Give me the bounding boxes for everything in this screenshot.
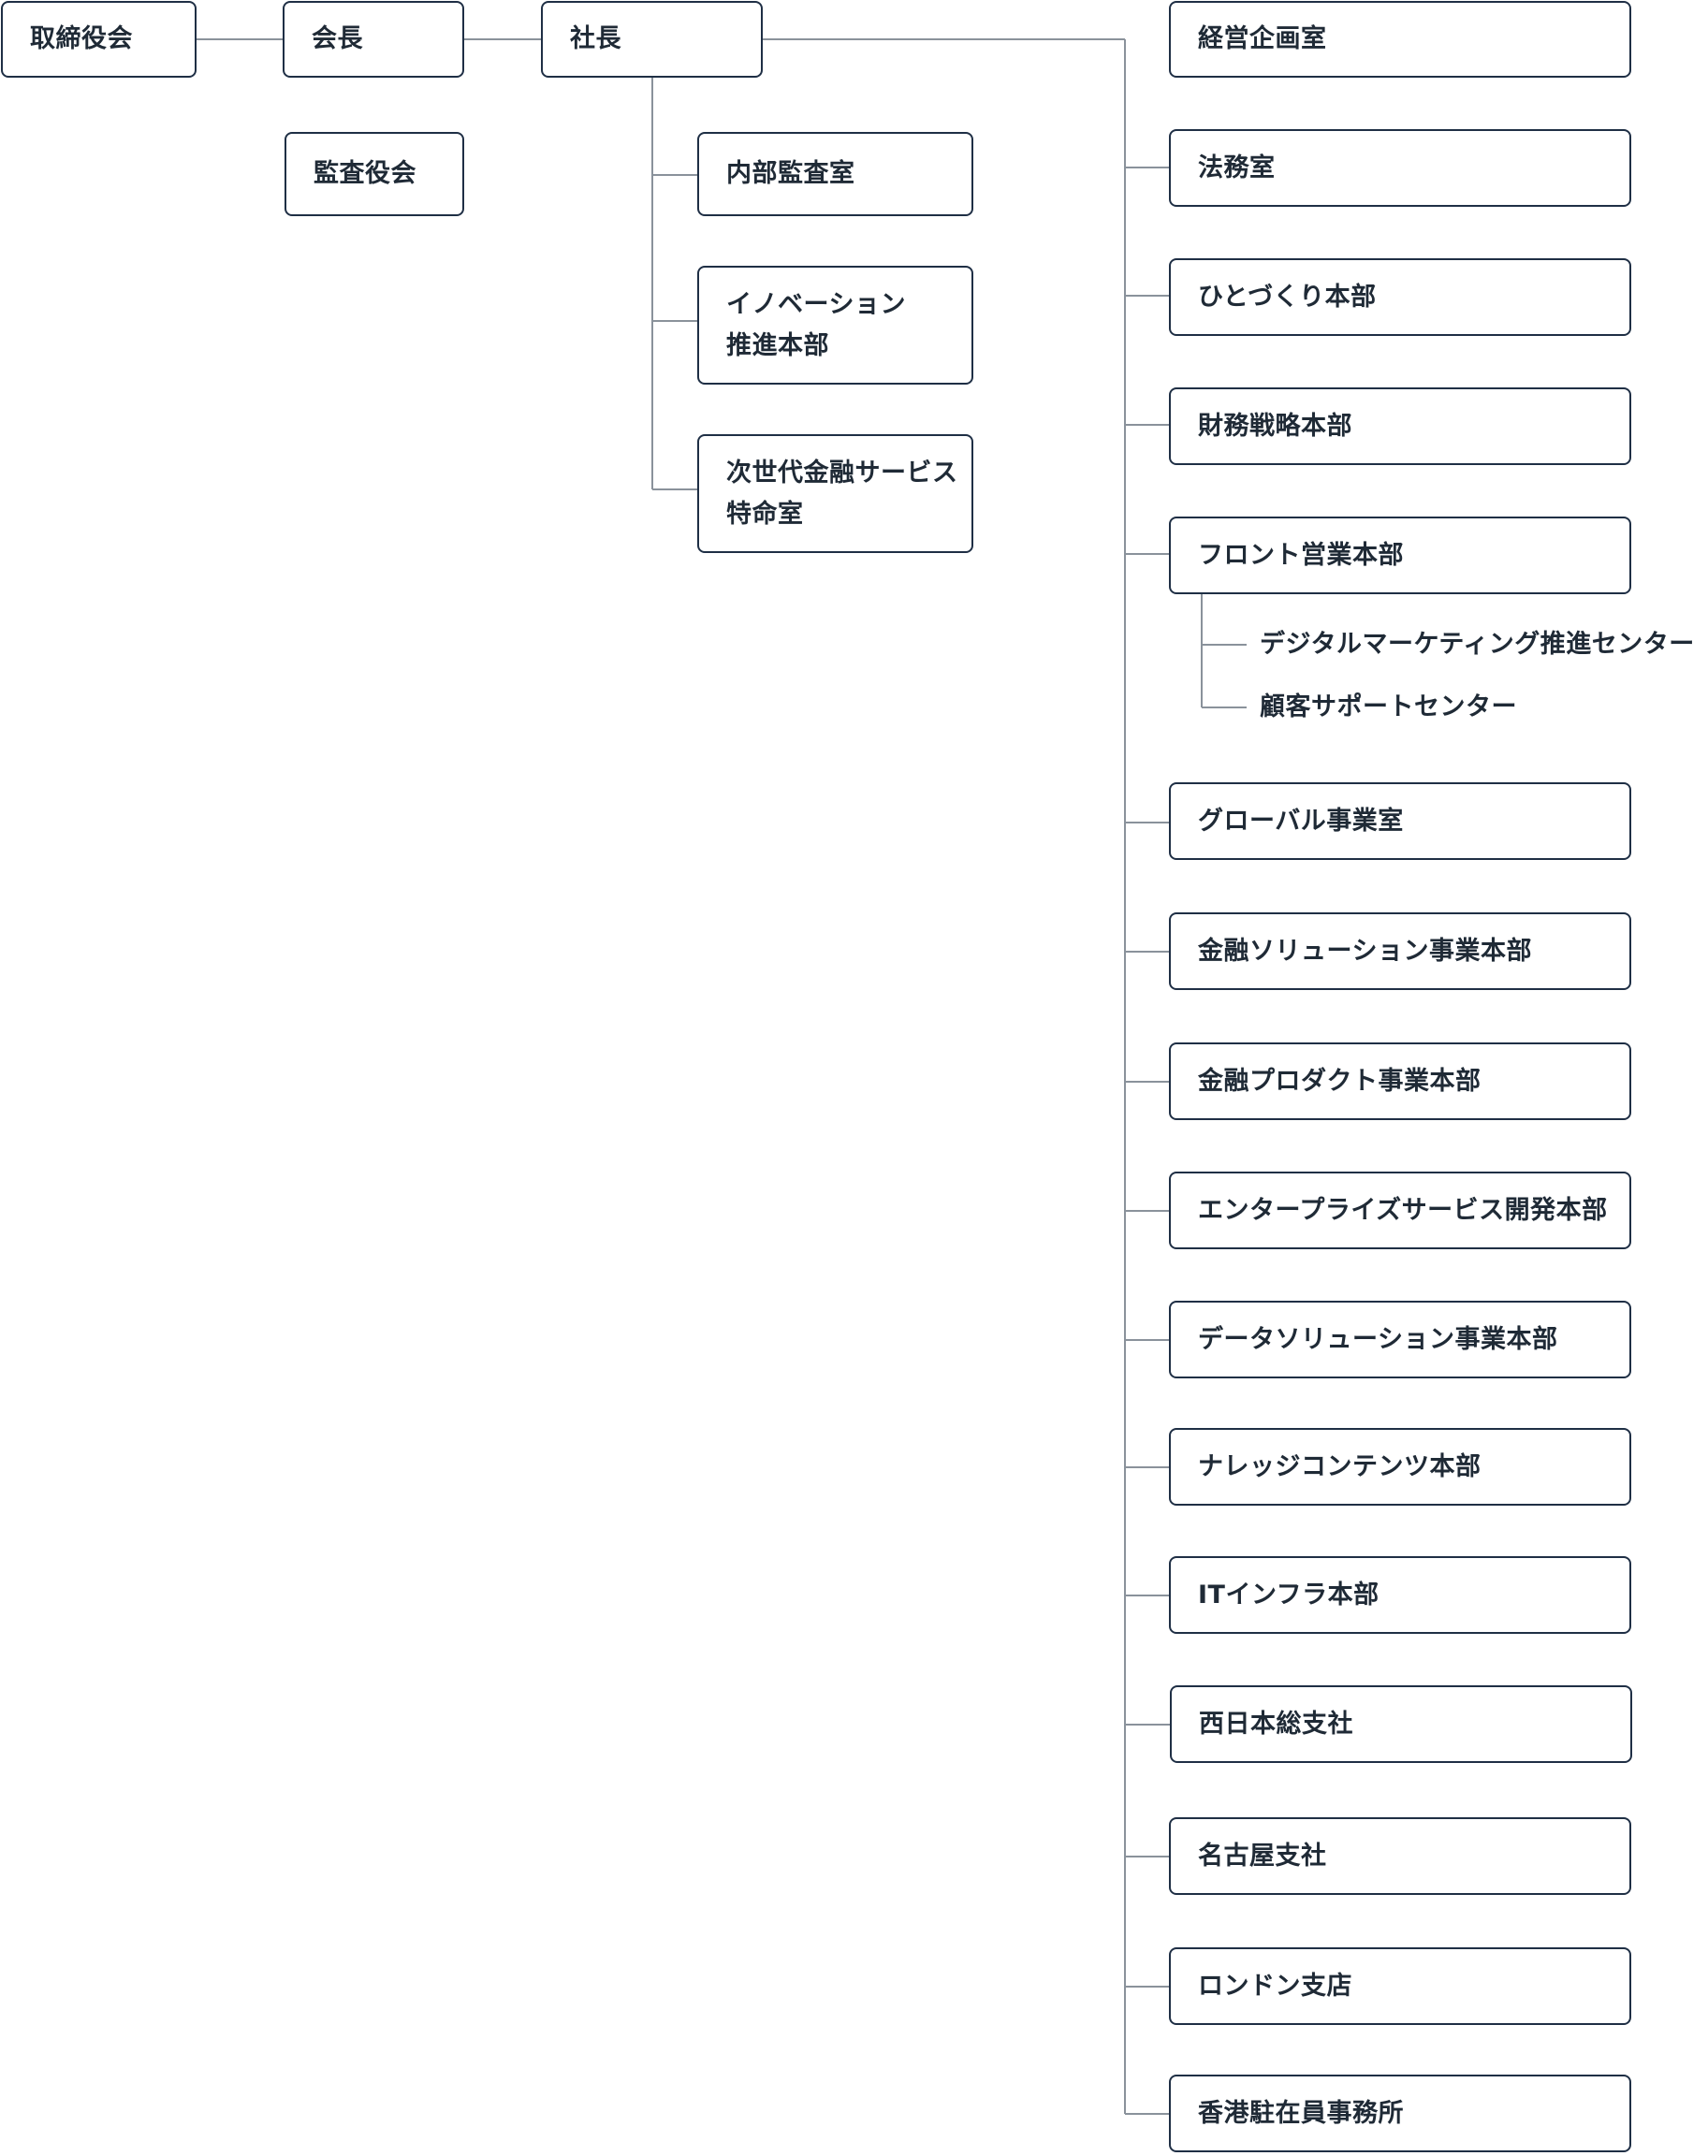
audit-board-label: 監査役会: [314, 159, 416, 188]
next-gen-finance-box: 次世代金融サービス 特命室: [697, 434, 973, 553]
division-label: ひとづくり本部: [1198, 282, 1377, 312]
division-box: 金融ソリューション事業本部: [1169, 912, 1631, 990]
division-box: 香港駐在員事務所: [1169, 2075, 1631, 2152]
division-box: ITインフラ本部: [1169, 1556, 1631, 1634]
division-label: 名古屋支社: [1198, 1841, 1327, 1871]
division-label: データソリューション事業本部: [1198, 1324, 1558, 1354]
division-box: 経営企画室: [1169, 1, 1631, 78]
division-label: グローバル事業室: [1198, 806, 1404, 836]
division-label: 西日本総支社: [1199, 1709, 1353, 1739]
division-label: 金融プロダクト事業本部: [1198, 1066, 1482, 1096]
division-box: フロント営業本部: [1169, 517, 1631, 594]
division-box: 財務戦略本部: [1169, 387, 1631, 465]
next-gen-finance-label: 次世代金融サービス 特命室: [726, 458, 958, 529]
chairman-label: 会長: [312, 24, 363, 53]
division-box: ナレッジコンテンツ本部: [1169, 1428, 1631, 1506]
audit-board-box: 監査役会: [285, 132, 464, 216]
division-box: ロンドン支店: [1169, 1947, 1631, 2025]
internal-audit-box: 内部監査室: [697, 132, 973, 216]
division-label: 法務室: [1198, 153, 1276, 182]
innovation-box: イノベーション 推進本部: [697, 266, 973, 385]
board-of-directors-label: 取締役会: [30, 24, 133, 53]
division-box: エンタープライズサービス開発本部: [1169, 1172, 1631, 1249]
division-label: 経営企画室: [1198, 24, 1327, 53]
division-box: データソリューション事業本部: [1169, 1301, 1631, 1378]
division-label: 金融ソリューション事業本部: [1198, 936, 1532, 966]
division-box: グローバル事業室: [1169, 782, 1631, 860]
president-box: 社長: [541, 1, 763, 78]
division-label: エンタープライズサービス開発本部: [1198, 1195, 1608, 1225]
division-box: 法務室: [1169, 129, 1631, 207]
division-label: ロンドン支店: [1198, 1971, 1352, 2001]
front-sales-unit-label: デジタルマーケティング推進センター: [1260, 630, 1695, 659]
division-box: 西日本総支社: [1170, 1685, 1632, 1763]
board-of-directors-box: 取締役会: [1, 1, 197, 78]
division-box: 名古屋支社: [1169, 1817, 1631, 1895]
innovation-label: イノベーション 推進本部: [726, 289, 906, 360]
internal-audit-label: 内部監査室: [726, 159, 855, 188]
division-label: 香港駐在員事務所: [1198, 2098, 1404, 2128]
front-sales-unit-label: 顧客サポートセンター: [1260, 692, 1517, 721]
division-label: フロント営業本部: [1198, 540, 1404, 570]
president-label: 社長: [570, 24, 621, 53]
division-box: 金融プロダクト事業本部: [1169, 1042, 1631, 1120]
division-box: ひとづくり本部: [1169, 258, 1631, 336]
division-label: ナレッジコンテンツ本部: [1198, 1451, 1482, 1481]
division-label: 財務戦略本部: [1198, 411, 1352, 441]
division-label: ITインフラ本部: [1198, 1580, 1380, 1610]
chairman-box: 会長: [283, 1, 464, 78]
